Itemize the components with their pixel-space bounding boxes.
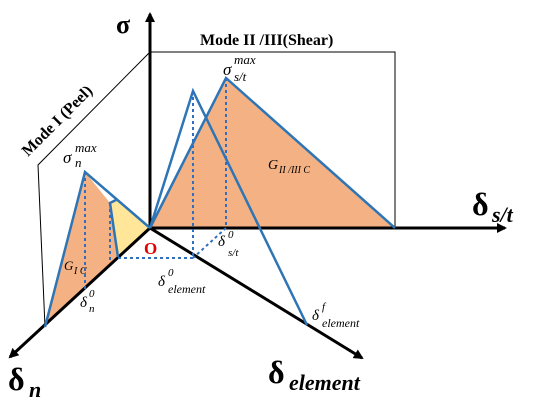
peel-yellow-area — [110, 200, 150, 257]
g-shear-label: G II /III C — [268, 158, 310, 176]
n-axis-line — [8, 226, 152, 359]
svg-text:δ: δ — [268, 354, 285, 390]
svg-text:s/t: s/t — [228, 247, 239, 259]
svg-text:element: element — [322, 316, 360, 330]
svg-text:s/t: s/t — [491, 202, 514, 227]
svg-text:δ: δ — [8, 361, 25, 397]
svg-text:element: element — [289, 370, 361, 395]
svg-text:δ: δ — [472, 186, 489, 222]
svg-text:σ: σ — [63, 148, 72, 167]
peel-plane-frame — [37, 51, 151, 328]
svg-text:n: n — [75, 155, 82, 170]
origin-label: O — [144, 239, 157, 258]
element-axis-line — [149, 226, 364, 360]
delta-element-axis-label: δ element — [268, 354, 361, 395]
svg-text:0: 0 — [168, 267, 174, 279]
svg-text:n: n — [29, 377, 41, 402]
mode-shear-label: Mode II /III(Shear) — [200, 32, 333, 49]
svg-text:0: 0 — [89, 288, 95, 300]
svg-text:δ: δ — [158, 274, 166, 290]
svg-text:δ: δ — [218, 234, 226, 250]
svg-text:δ: δ — [312, 308, 320, 324]
svg-text:max: max — [75, 140, 97, 155]
svg-text:G: G — [268, 158, 278, 173]
g-peel-label: G I C — [64, 258, 87, 277]
svg-text:n: n — [89, 303, 95, 315]
svg-text:0: 0 — [228, 229, 234, 241]
delta-st-axis-label: δ s/t — [472, 186, 514, 227]
svg-text:G: G — [64, 258, 74, 273]
delta-n-axis-label: δ n — [8, 361, 41, 402]
svg-text:max: max — [234, 52, 256, 67]
svg-text:II /III C: II /III C — [278, 165, 310, 176]
svg-text:s/t: s/t — [234, 69, 247, 84]
delta-element-0-label: δ 0 element — [158, 267, 206, 296]
svg-text:δ: δ — [80, 295, 88, 311]
delta-n-0-label: δ 0 n — [80, 288, 95, 315]
svg-text:σ: σ — [223, 60, 232, 79]
sigma-n-max-label: σ max n — [63, 140, 97, 170]
shear-energy-area — [150, 78, 395, 228]
delta-element-f-label: δ f element — [312, 301, 360, 330]
peel-energy-area — [45, 172, 150, 327]
sigma-st-max-label: σ max s/t — [223, 52, 256, 84]
sigma-axis-label: σ — [116, 10, 130, 39]
svg-text:element: element — [168, 282, 206, 296]
delta-st-0-label: δ 0 s/t — [218, 229, 239, 259]
svg-text:I C: I C — [73, 266, 87, 277]
shear-plane-frame — [150, 51, 396, 228]
svg-text:f: f — [322, 301, 327, 313]
dotted-construction-lines — [84, 78, 227, 290]
